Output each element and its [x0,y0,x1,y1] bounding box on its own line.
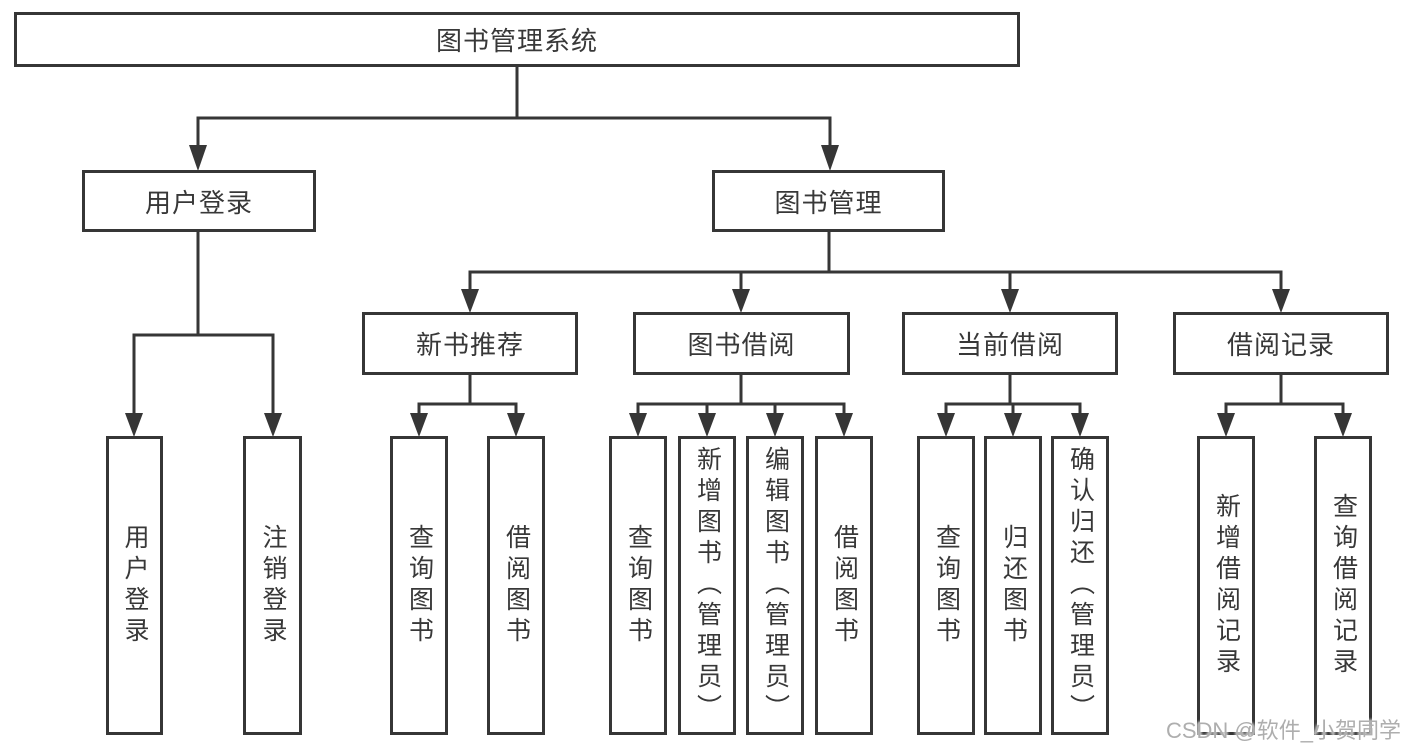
arrowhead-icons [125,145,1352,437]
node-leaf-query-book-under-borrow-label: 查询图书 [624,523,653,648]
node-leaf-add-book-admin-label: 新增图书（管理员） [693,446,722,725]
node-borrow-record: 借阅记录 [1173,312,1389,375]
node-leaf-borrow-book-under-borrow-label: 借阅图书 [830,523,859,648]
node-leaf-query-book-under-recommend-label: 查询图书 [405,523,434,648]
node-new-book-recommend: 新书推荐 [362,312,578,375]
node-leaf-query-book-under-recommend: 查询图书 [390,436,448,735]
node-book-borrow: 图书借阅 [633,312,850,375]
node-current-borrow: 当前借阅 [902,312,1118,375]
node-leaf-borrow-book-under-recommend: 借阅图书 [487,436,545,735]
node-root: 图书管理系统 [14,12,1020,67]
node-root-label: 图书管理系统 [435,26,598,56]
node-leaf-logout-label: 注销登录 [259,523,287,648]
node-leaf-logout: 注销登录 [243,436,302,735]
node-leaf-confirm-return-admin: 确认归还（管理员） [1051,436,1109,735]
node-leaf-return-book-label: 归还图书 [999,523,1028,648]
node-leaf-query-book-under-borrow: 查询图书 [609,436,667,735]
node-leaf-query-borrow-record-label: 查询借阅记录 [1329,492,1358,679]
node-leaf-add-borrow-record: 新增借阅记录 [1197,436,1255,735]
node-borrow-record-label: 借阅记录 [1226,330,1335,360]
node-leaf-return-book: 归还图书 [984,436,1042,735]
node-leaf-query-borrow-record: 查询借阅记录 [1314,436,1372,735]
node-book-management: 图书管理 [712,170,945,232]
node-leaf-query-book-under-current-label: 查询图书 [932,523,961,648]
node-leaf-edit-book-admin: 编辑图书（管理员） [746,436,804,735]
watermark: CSDN @软件_小贺同学 [1165,718,1401,743]
node-leaf-query-book-under-current: 查询图书 [917,436,975,735]
node-leaf-confirm-return-admin-label: 确认归还（管理员） [1066,446,1095,725]
node-user-login-label: 用户登录 [144,187,253,218]
node-book-management-label: 图书管理 [774,187,883,218]
node-leaf-borrow-book-under-borrow: 借阅图书 [815,436,873,735]
node-leaf-edit-book-admin-label: 编辑图书（管理员） [761,446,790,725]
node-leaf-add-book-admin: 新增图书（管理员） [678,436,736,735]
node-leaf-add-borrow-record-label: 新增借阅记录 [1212,492,1241,679]
node-user-login: 用户登录 [82,170,316,232]
node-leaf-borrow-book-under-recommend-label: 借阅图书 [502,523,531,648]
node-leaf-user-login-label: 用户登录 [121,523,149,648]
node-book-borrow-label: 图书借阅 [687,330,796,360]
node-current-borrow-label: 当前借阅 [955,330,1064,360]
node-new-book-recommend-label: 新书推荐 [415,330,524,360]
node-leaf-user-login: 用户登录 [106,436,163,735]
